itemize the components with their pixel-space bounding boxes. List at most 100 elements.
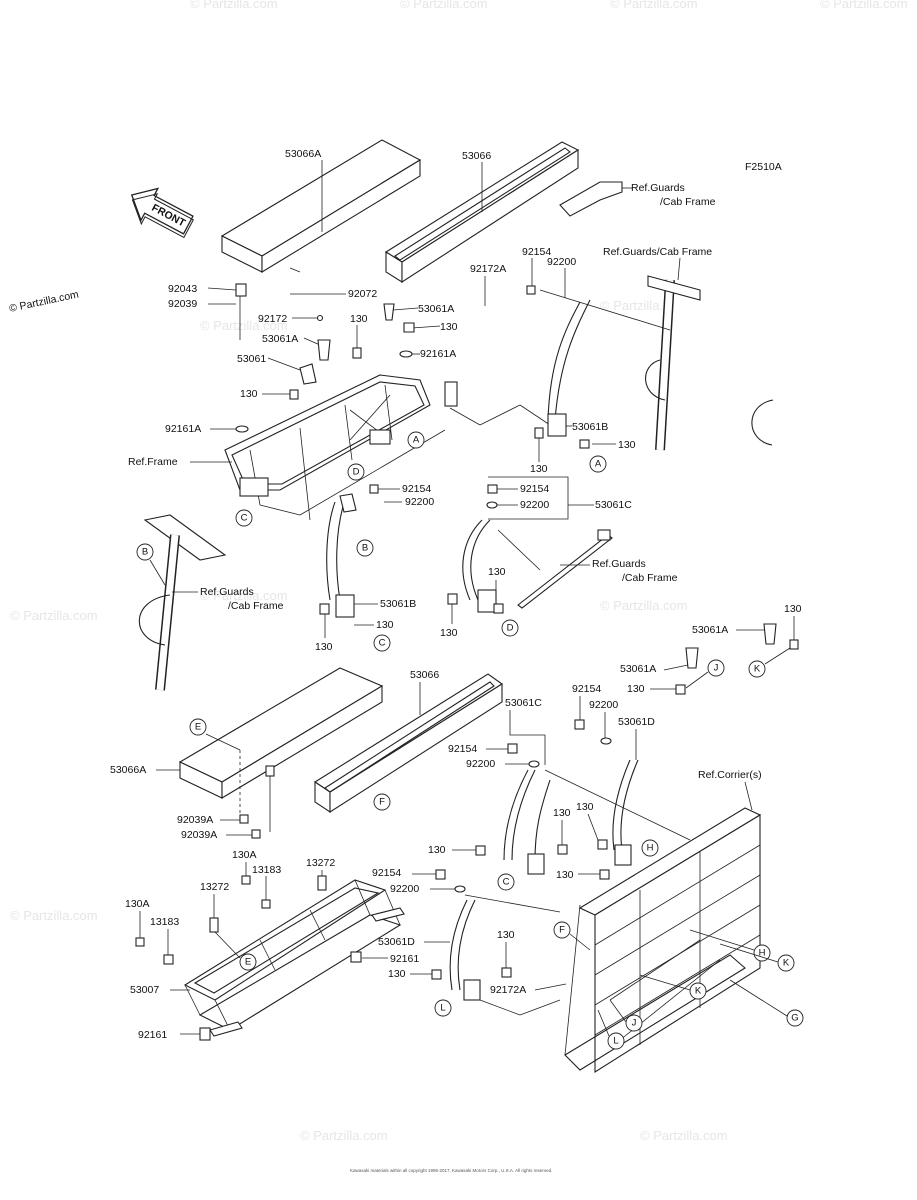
label-92154-5: 92154	[572, 683, 601, 695]
label-92154-2: 92154	[402, 483, 431, 495]
seat-belt-lower-right	[612, 759, 639, 866]
callout-J-1: J	[707, 659, 725, 677]
label-92200: 92200	[547, 256, 576, 268]
svg-text:E: E	[195, 722, 201, 733]
label-ref-guards: Ref.Guards	[631, 182, 685, 194]
svg-text:K: K	[754, 664, 761, 675]
label-92039A-2: 92039A	[181, 829, 217, 841]
svg-text:B: B	[142, 547, 148, 558]
watermark-text: © Partzilla.com	[190, 0, 278, 11]
label-53066A-2: 53066A	[110, 764, 146, 776]
guard-left	[138, 514, 227, 691]
label-53061D-2: 53061D	[378, 936, 415, 948]
svg-text:C: C	[379, 638, 386, 649]
label-92161-1: 92161	[390, 953, 419, 965]
callout-K-1: K	[748, 660, 766, 678]
label-92154-4: 92154	[448, 743, 477, 755]
label-130-12: 130	[428, 844, 446, 856]
label-ref-guards-2: Ref.Guards	[200, 586, 254, 598]
svg-text:K: K	[695, 986, 702, 997]
label-53061B-2: 53061B	[380, 598, 416, 610]
label-92200-3: 92200	[520, 499, 549, 511]
label-13272-1: 13272	[306, 857, 335, 869]
watermark-text: © Partzilla.com	[610, 0, 698, 11]
label-ref-cab-frame-2: /Cab Frame	[228, 600, 284, 612]
svg-text:A: A	[595, 459, 602, 470]
label-130-17: 130	[497, 929, 515, 941]
seat-back-lower	[313, 673, 503, 814]
label-130-16: 130	[388, 968, 406, 980]
callout-F-1: F	[373, 793, 391, 811]
label-92072: 92072	[348, 288, 377, 300]
part-92043	[235, 283, 247, 297]
label-92200-6: 92200	[390, 883, 419, 895]
copyright-notice: Kawasaki materials within all copyright …	[350, 1168, 552, 1173]
label-92172: 92172	[258, 313, 287, 325]
watermark-text: © Partzilla.com	[400, 0, 488, 11]
callout-G-1: G	[786, 1009, 804, 1027]
label-130-10: 130	[784, 603, 802, 615]
watermark-text: © Partzilla.com	[10, 908, 98, 923]
callout-J-2: J	[625, 1014, 643, 1032]
label-92172A-2: 92172A	[490, 984, 526, 996]
svg-text:L: L	[440, 1003, 445, 1014]
svg-text:G: G	[791, 1013, 798, 1024]
callout-H-1: H	[641, 839, 659, 857]
seat-belt-upper-right	[547, 299, 591, 437]
label-53061C-1: 53061C	[595, 499, 632, 511]
watermark-text: © Partzilla.com	[200, 588, 288, 603]
label-130-6: 130	[376, 619, 394, 631]
callout-C-3: C	[497, 873, 515, 891]
svg-text:J: J	[714, 663, 719, 674]
callout-L-1: L	[607, 1032, 625, 1050]
seat-cushion-upper	[220, 139, 422, 273]
label-130-1: 130	[440, 321, 458, 333]
label-130-7: 130	[315, 641, 333, 653]
label-ref-cab-frame: /Cab Frame	[660, 196, 716, 208]
seat-cushion-lower	[178, 667, 384, 799]
label-13183-1: 13183	[252, 864, 281, 876]
label-92043: 92043	[168, 283, 197, 295]
svg-text:H: H	[647, 843, 654, 854]
label-92039: 92039	[168, 298, 197, 310]
label-92161A-1: 92161A	[420, 348, 456, 360]
callout-D-1: D	[347, 463, 365, 481]
carrier-cage	[564, 807, 762, 1073]
label-130-8: 130	[488, 566, 506, 578]
callout-E-1: E	[189, 718, 207, 736]
watermark-text: © Partzilla.com	[200, 318, 288, 333]
callout-E-2: E	[239, 953, 257, 971]
label-ref-guards-3: Ref.Guards	[592, 558, 646, 570]
label-ref-guards-cab-frame: Ref.Guards/Cab Frame	[603, 246, 712, 258]
label-130-2: 130	[350, 313, 368, 325]
seat-belt-lower-center	[503, 769, 551, 875]
label-ref-frame: Ref.Frame	[128, 456, 178, 468]
label-130A-2: 130A	[125, 898, 150, 910]
watermark-text: © Partzilla.com	[10, 608, 98, 623]
label-92200-2: 92200	[405, 496, 434, 508]
label-92154-6: 92154	[372, 867, 401, 879]
callout-C-2: C	[373, 634, 391, 652]
label-53066: 53066	[462, 150, 491, 162]
label-130-4: 130	[618, 439, 636, 451]
label-92172A: 92172A	[470, 263, 506, 275]
label-92161-2: 92161	[138, 1029, 167, 1041]
callout-C-1: C	[235, 509, 253, 527]
label-92154: 92154	[522, 246, 551, 258]
label-92039A-1: 92039A	[177, 814, 213, 826]
callout-B-1: B	[356, 539, 374, 557]
guard-bracket-top	[559, 181, 632, 217]
callout-A-2: A	[589, 455, 607, 473]
callout-K-2: K	[777, 954, 795, 972]
svg-text:E: E	[245, 957, 251, 968]
label-53066-2: 53066	[410, 669, 439, 681]
label-92200-5: 92200	[589, 699, 618, 711]
label-13272-2: 13272	[200, 881, 229, 893]
callout-B-2: B	[136, 543, 154, 561]
callout-D-2: D	[501, 619, 519, 637]
svg-text:K: K	[783, 958, 790, 969]
callout-H-2: H	[753, 944, 771, 962]
label-53061D-1: 53061D	[618, 716, 655, 728]
